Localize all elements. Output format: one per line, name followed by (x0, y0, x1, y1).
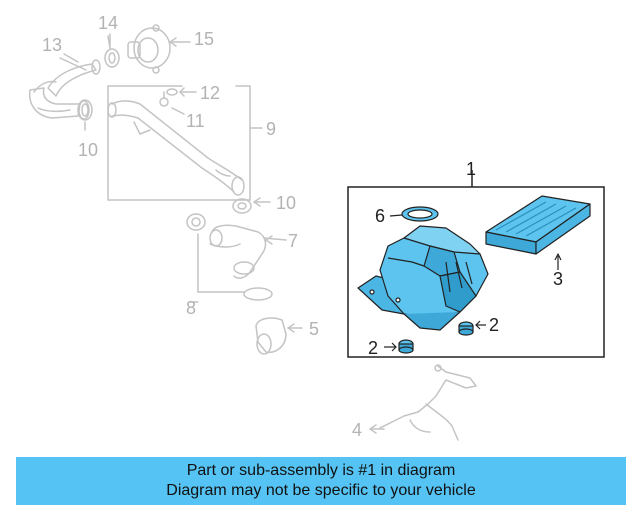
diagram-notice-banner: Part or sub-assembly is #1 in diagram Di… (16, 457, 626, 505)
part-9-duct-frame (107, 85, 263, 201)
callout-11: 11 (186, 111, 205, 131)
callout-4: 4 (352, 420, 363, 440)
callout-2-right: 2 (489, 315, 500, 335)
callout-1: 1 (466, 159, 477, 179)
callout-7: 7 (288, 231, 299, 251)
notice-line-1: Part or sub-assembly is #1 in diagram (186, 462, 456, 479)
notice-line-2: Diagram may not be specific to your vehi… (166, 482, 476, 499)
callout-9: 9 (266, 119, 277, 139)
part-12-hose-fitting (166, 87, 197, 97)
part-8-clamps (186, 213, 273, 301)
part-14-clamp (104, 35, 120, 68)
callout-14: 14 (98, 13, 119, 33)
callout-3: 3 (553, 269, 564, 289)
part-2-grommet-right (458, 320, 486, 336)
part-15-resonator (127, 24, 191, 74)
part-10-clamp-left (77, 99, 93, 131)
part-7-elbow (209, 224, 287, 279)
callout-13: 13 (42, 35, 63, 55)
part-9-duct (107, 100, 245, 196)
callout-12: 12 (200, 83, 221, 103)
faded-parts (28, 24, 477, 441)
part-6-seal (389, 206, 439, 222)
part-5-connector (255, 317, 303, 355)
part-4-bracket (369, 364, 477, 441)
callout-10-right: 10 (276, 193, 297, 213)
part-2-grommet-left (384, 339, 414, 354)
callout-15: 15 (194, 29, 215, 49)
part-13-intake-hose (28, 57, 101, 120)
callout-8: 8 (186, 298, 197, 318)
assembly-frame (347, 170, 605, 358)
part-10-clamp-right (232, 197, 271, 214)
part-3-filter (485, 195, 591, 270)
callout-10-left: 10 (78, 140, 99, 160)
part-1-housing (357, 225, 489, 331)
parts-diagram (28, 24, 605, 441)
callout-5: 5 (309, 319, 320, 339)
part-11-fitting (159, 91, 185, 115)
callout-2-left: 2 (368, 338, 379, 358)
callout-6: 6 (375, 206, 386, 226)
